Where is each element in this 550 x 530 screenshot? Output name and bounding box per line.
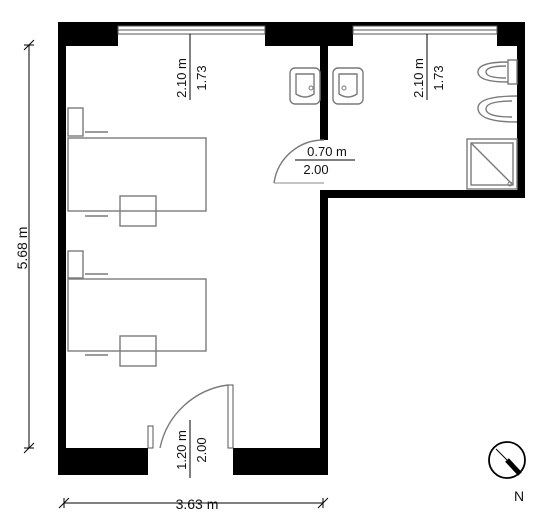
dimension-height-label: 5.68 m (14, 227, 30, 270)
toilet (477, 59, 518, 85)
walls (58, 22, 525, 475)
desk-lower (67, 250, 207, 367)
wall-right-main (320, 190, 328, 475)
wall-corner-top-left (58, 22, 118, 46)
door-entrance-height-label: 2.00 (194, 437, 209, 462)
wall-bottom-left (58, 448, 148, 475)
window-room (117, 25, 266, 100)
wall-bottom-right (233, 448, 328, 475)
shower (466, 138, 518, 190)
dimension-width (58, 497, 329, 509)
window-room-width-label: 2.10 m (174, 58, 189, 98)
wall-partition-upper (320, 22, 328, 140)
window-room-height-label: 1.73 (194, 65, 209, 90)
window-bathroom-height-label: 1.73 (431, 65, 446, 90)
window-bathroom-width-label: 2.10 m (411, 58, 426, 98)
wall-left (58, 22, 66, 475)
dimension-width-label: 3.63 m (176, 496, 219, 512)
door-entrance (147, 384, 234, 478)
dimension-height (23, 39, 35, 454)
sink-left (289, 67, 321, 105)
compass (488, 441, 526, 479)
bidet (477, 95, 518, 123)
door-bathroom (273, 139, 355, 184)
window-bathroom (352, 25, 498, 100)
sink-right (332, 67, 364, 105)
desk-upper (67, 107, 207, 227)
compass-north-label: N (514, 488, 524, 504)
wall-bottom-bathroom (320, 190, 525, 198)
door-bathroom-height-label: 2.00 (303, 162, 328, 177)
wall-right-bathroom (517, 22, 525, 198)
door-bathroom-width-label: 0.70 m (307, 144, 347, 159)
door-entrance-width-label: 1.20 m (174, 430, 189, 470)
